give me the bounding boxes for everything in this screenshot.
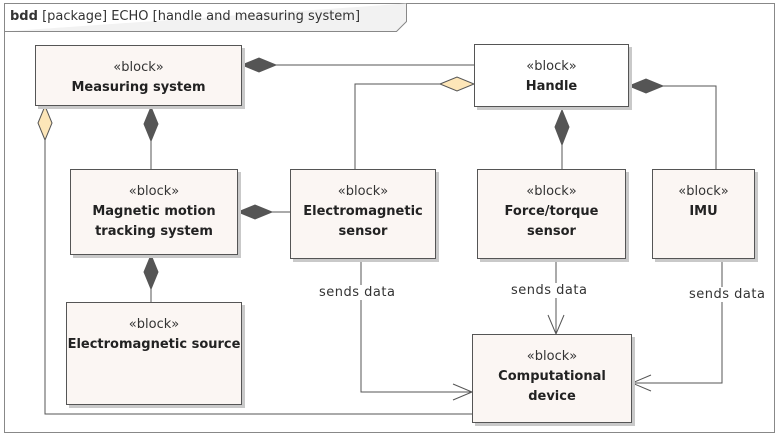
frame-kind: bdd <box>10 9 38 24</box>
composite-diamond-icon <box>143 105 159 143</box>
block-name: Computational device <box>498 369 606 404</box>
composite-diamond-icon <box>240 57 278 73</box>
composite-diamond-icon <box>554 108 570 147</box>
block-name-line-2: sensor <box>338 224 388 239</box>
block-computational-device[interactable]: «block» Computational device <box>472 334 632 423</box>
block-measuring-system[interactable]: «block» Measuring system <box>35 45 242 106</box>
block-name: Force/torque sensor <box>504 204 599 239</box>
block-stereotype: «block» <box>526 184 577 199</box>
block-name-line-2: tracking system <box>95 224 213 239</box>
composite-diamond-icon <box>236 204 274 220</box>
diagram-frame-border <box>4 3 775 433</box>
block-stereotype: «block» <box>678 184 729 199</box>
shared-diamond-icon <box>37 104 53 142</box>
block-name: Electromagnetic source <box>67 337 241 352</box>
block-name: Handle <box>525 79 578 94</box>
connector-label-sends-data: sends data <box>689 287 766 302</box>
block-imu[interactable]: «block» IMU <box>652 169 755 259</box>
composite-diamond-icon <box>143 253 159 291</box>
block-stereotype: «block» <box>128 317 180 332</box>
connector-handle-em-sensor <box>354 83 440 169</box>
block-handle[interactable]: «block» Handle <box>474 44 629 107</box>
block-stereotype: «block» <box>128 184 180 199</box>
block-electromagnetic-sensor[interactable]: «block» Electromagnetic sensor <box>290 169 436 259</box>
block-stereotype: «block» <box>113 60 164 75</box>
frame-title: [package] ECHO [handle and measuring sys… <box>42 9 361 24</box>
connector-handle-imu <box>663 85 717 169</box>
connector-label-sends-data: sends data <box>511 283 588 298</box>
diagram-frame-tab-outline <box>4 3 407 32</box>
block-stereotype: «block» <box>526 59 577 74</box>
block-stereotype: «block» <box>337 184 389 199</box>
block-electromagnetic-source[interactable]: «block» Electromagnetic source <box>66 302 242 405</box>
arrowhead-icon <box>630 374 652 392</box>
block-force-torque-sensor[interactable]: «block» Force/torque sensor <box>477 169 626 259</box>
block-name-line-1: Magnetic motion <box>92 204 216 219</box>
composite-diamond-icon <box>627 78 665 94</box>
connector-em-sensor-sends-data <box>360 259 472 393</box>
connector-label-sends-data: sends data <box>319 285 396 300</box>
block-name: Measuring system <box>71 80 206 95</box>
connector-imu-sends-data <box>632 259 723 384</box>
block-name-line-1: Electromagnetic <box>303 204 423 219</box>
connector-measuring-computational <box>44 140 472 415</box>
shared-diamond-icon <box>438 76 476 92</box>
block-name: IMU <box>689 204 718 219</box>
block-stereotype: «block» <box>526 349 578 364</box>
block-magnetic-motion-tracking-system[interactable]: «block» Magnetic motion tracking system <box>70 169 238 255</box>
diagram-frame-title: bdd [package] ECHO [handle and measuring… <box>4 3 364 31</box>
